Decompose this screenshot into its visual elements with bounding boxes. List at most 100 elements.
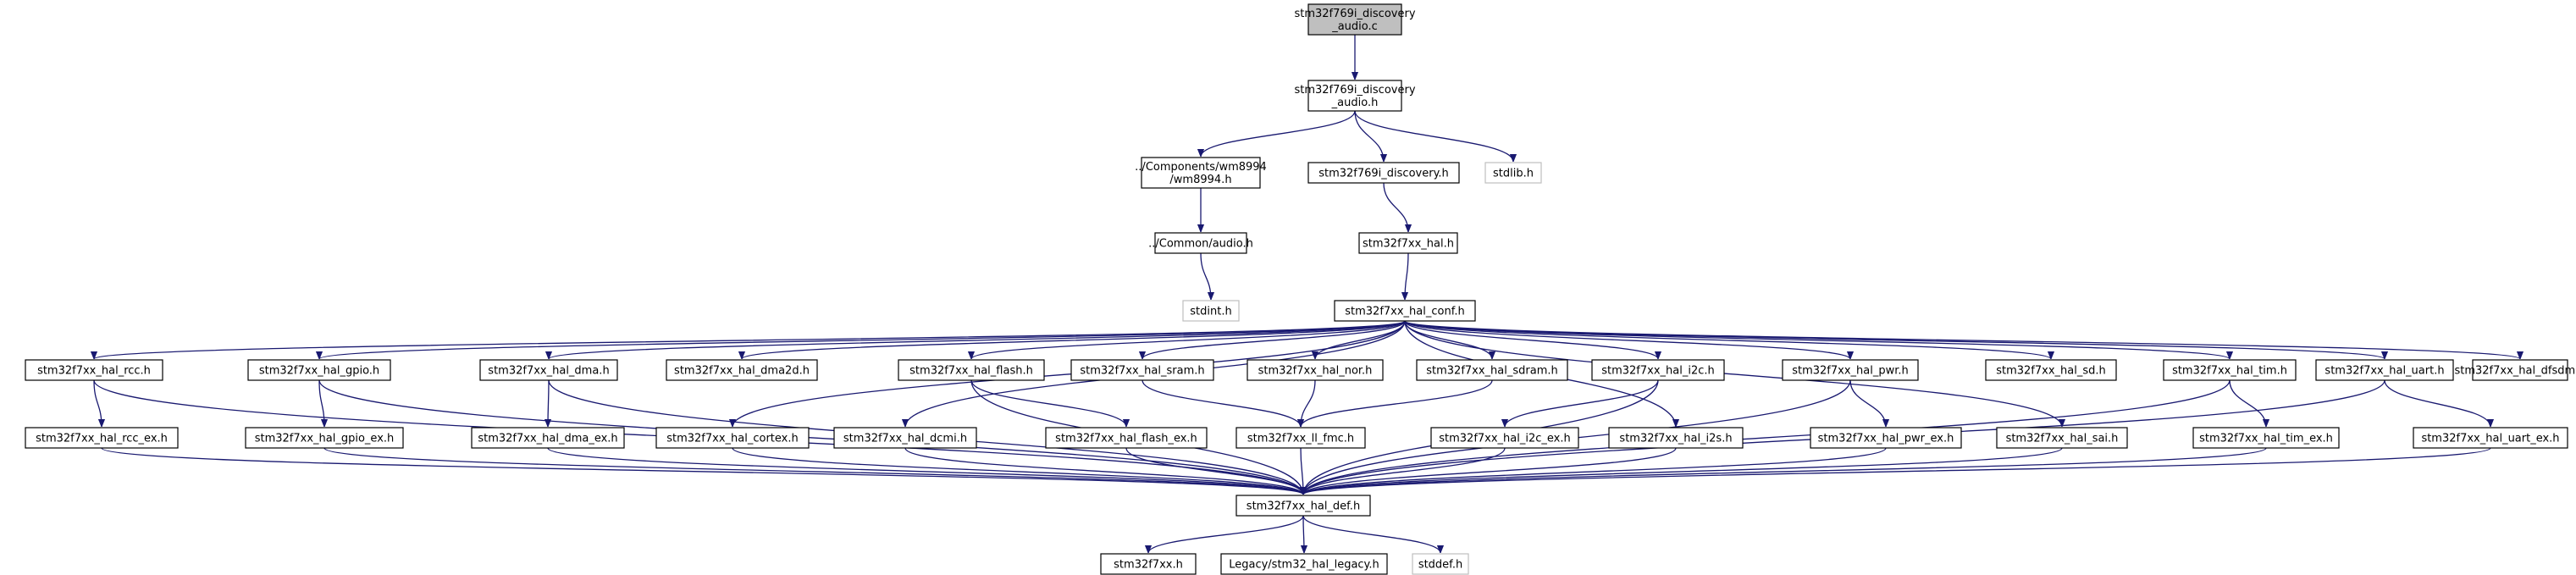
edge-pwr_ex-to-hal_def (1303, 447, 1887, 495)
node-flash_ex[interactable]: stm32f7xx_hal_flash_ex.h (1045, 427, 1208, 449)
node-tim_ex-label: stm32f7xx_hal_tim_ex.h (2199, 433, 2333, 445)
node-legacy-box (1220, 553, 1388, 575)
node-sai[interactable]: stm32f7xx_hal_sai.h (1996, 427, 2128, 449)
node-dfsdm-label: stm32f7xx_hal_dfsdm.h (2454, 365, 2576, 378)
node-flash-box (898, 359, 1045, 381)
node-legacy[interactable]: Legacy/stm32_hal_legacy.h (1220, 553, 1388, 575)
edge-hal_conf-to-sai (1404, 320, 2062, 428)
node-dma2d-label: stm32f7xx_hal_dma2d.h (674, 365, 810, 378)
node-tim[interactable]: stm32f7xx_hal_tim.h (2163, 359, 2297, 381)
node-cortex[interactable]: stm32f7xx_hal_cortex.h (655, 427, 810, 449)
node-gpio_ex[interactable]: stm32f7xx_hal_gpio_ex.h (245, 427, 404, 449)
node-i2c-label: stm32f7xx_hal_i2c.h (1601, 365, 1715, 378)
edge-flash_ex-to-hal_def (1125, 447, 1303, 495)
edge-hal_conf-to-dma (549, 320, 1406, 360)
node-tim_ex[interactable]: stm32f7xx_hal_tim_ex.h (2192, 427, 2340, 449)
edge-audio_h-to-disco_h (1354, 110, 1384, 162)
node-hal_conf[interactable]: stm32f7xx_hal_conf.h (1334, 300, 1476, 322)
edge-dma_ex-to-hal_def (547, 447, 1303, 495)
node-stdint[interactable]: stdint.h (1182, 300, 1240, 322)
node-pwr-label: stm32f7xx_hal_pwr.h (1792, 365, 1909, 378)
node-i2s[interactable]: stm32f7xx_hal_i2s.h (1608, 427, 1744, 449)
edge-gpio-to-hal_def (318, 379, 1303, 495)
edge-i2c-to-i2c_ex (1505, 379, 1659, 428)
node-gpio[interactable]: stm32f7xx_hal_gpio.h (247, 359, 391, 381)
node-dma2d[interactable]: stm32f7xx_hal_dma2d.h (666, 359, 818, 381)
node-hal_conf-box (1334, 300, 1476, 322)
edges-layer (94, 35, 2520, 554)
node-i2c_ex[interactable]: stm32f7xx_hal_i2c_ex.h (1430, 427, 1579, 449)
node-dma-box (479, 359, 618, 381)
node-dma[interactable]: stm32f7xx_hal_dma.h (479, 359, 618, 381)
node-wm8994-label: ../Components/wm8994 (1135, 161, 1267, 174)
edge-hal_conf-to-sram (1142, 320, 1406, 360)
edge-hal_conf-to-gpio (319, 320, 1406, 360)
node-tim_ex-box (2192, 427, 2340, 449)
node-dma_ex-label: stm32f7xx_hal_dma_ex.h (478, 433, 617, 445)
node-i2c[interactable]: stm32f7xx_hal_i2c.h (1591, 359, 1725, 381)
node-pwr-box (1782, 359, 1919, 381)
node-ll_fmc[interactable]: stm32f7xx_ll_fmc.h (1235, 427, 1366, 449)
edge-hal_conf-to-rcc (94, 320, 1406, 360)
edge-hal_conf-to-nor (1315, 320, 1406, 360)
node-uart_ex[interactable]: stm32f7xx_hal_uart_ex.h (2413, 427, 2568, 449)
edge-pwr-to-pwr_ex (1849, 379, 1886, 428)
node-pwr_ex[interactable]: stm32f7xx_hal_pwr_ex.h (1810, 427, 1962, 449)
node-rcc_ex[interactable]: stm32f7xx_hal_rcc_ex.h (25, 427, 179, 449)
node-common_audio-label: ../Common/audio.h (1148, 238, 1253, 251)
node-dma_ex[interactable]: stm32f7xx_hal_dma_ex.h (471, 427, 625, 449)
node-stdint-label: stdint.h (1190, 306, 1231, 318)
node-audio_h-label: stm32f769i_discovery (1294, 84, 1415, 97)
node-stdlib[interactable]: stdlib.h (1484, 162, 1542, 184)
node-f7xx-box (1100, 553, 1197, 575)
node-f7xx[interactable]: stm32f7xx.h (1100, 553, 1197, 575)
nodes-layer: stm32f769i_discovery_audio.c stm32f769i_d… (25, 3, 2576, 575)
node-uart[interactable]: stm32f7xx_hal_uart.h (2315, 359, 2454, 381)
node-pwr[interactable]: stm32f7xx_hal_pwr.h (1782, 359, 1919, 381)
node-hal_h[interactable]: stm32f7xx_hal.h (1358, 232, 1458, 254)
node-stddef-box (1412, 553, 1469, 575)
node-sdram[interactable]: stm32f7xx_hal_sdram.h (1416, 359, 1568, 381)
edge-hal_conf-to-dfsdm (1404, 320, 2520, 360)
edge-disco_h-to-hal_h (1383, 182, 1408, 232)
node-nor-box (1247, 359, 1384, 381)
node-rcc_ex-label: stm32f7xx_hal_rcc_ex.h (36, 433, 168, 445)
node-dfsdm-box (2472, 359, 2568, 381)
edge-hal_conf-to-pwr (1404, 320, 1850, 360)
edge-hal_def-to-stddef (1302, 515, 1440, 554)
node-stdint-box (1182, 300, 1240, 322)
node-rcc[interactable]: stm32f7xx_hal_rcc.h (25, 359, 163, 381)
node-dcmi[interactable]: stm32f7xx_hal_dcmi.h (833, 427, 977, 449)
node-stddef[interactable]: stddef.h (1412, 553, 1469, 575)
edge-gpio-to-gpio_ex (318, 379, 324, 427)
node-i2c-box (1591, 359, 1725, 381)
node-root[interactable]: stm32f769i_discovery_audio.c (1294, 3, 1416, 36)
node-dfsdm[interactable]: stm32f7xx_hal_dfsdm.h (2454, 359, 2576, 381)
edge-tim-to-hal_def (1303, 379, 2231, 495)
edge-flash-to-flash_ex (970, 379, 1126, 428)
node-hal_def[interactable]: stm32f7xx_hal_def.h (1235, 495, 1371, 517)
node-cortex-box (655, 427, 810, 449)
node-audio_h-label: _audio.h (1331, 97, 1379, 109)
node-dcmi-box (833, 427, 977, 449)
edge-dma-to-dma_ex (548, 379, 549, 427)
node-pwr_ex-label: stm32f7xx_hal_pwr_ex.h (1818, 433, 1954, 445)
node-flash-label: stm32f7xx_hal_flash.h (909, 365, 1033, 378)
node-f7xx-label: stm32f7xx.h (1114, 559, 1183, 572)
node-sram[interactable]: stm32f7xx_hal_sram.h (1070, 359, 1214, 381)
node-sdram-box (1416, 359, 1568, 381)
node-disco_h-label: stm32f769i_discovery.h (1318, 168, 1449, 180)
node-wm8994[interactable]: ../Components/wm8994/wm8994.h (1135, 157, 1267, 189)
node-disco_h[interactable]: stm32f769i_discovery.h (1307, 162, 1460, 184)
edge-hal_conf-to-dma2d (742, 320, 1406, 360)
node-sd[interactable]: stm32f7xx_hal_sd.h (1985, 359, 2117, 381)
edge-hal_def-to-legacy (1303, 515, 1304, 553)
node-common_audio[interactable]: ../Common/audio.h (1148, 232, 1253, 254)
node-nor[interactable]: stm32f7xx_hal_nor.h (1247, 359, 1384, 381)
node-audio_h[interactable]: stm32f769i_discovery_audio.h (1294, 80, 1416, 112)
node-flash_ex-box (1045, 427, 1208, 449)
node-audio_h-box (1307, 80, 1402, 112)
node-hal_conf-label: stm32f7xx_hal_conf.h (1345, 306, 1464, 318)
node-flash[interactable]: stm32f7xx_hal_flash.h (898, 359, 1045, 381)
